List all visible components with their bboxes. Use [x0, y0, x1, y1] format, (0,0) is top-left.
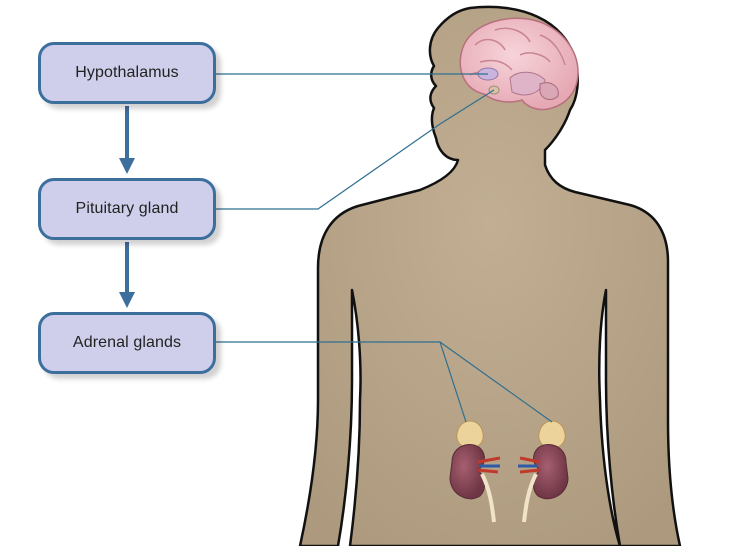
leader-line-adrenal-right	[439, 341, 553, 423]
kidney-icon	[533, 444, 569, 500]
kidney-icon	[449, 444, 485, 500]
adrenal-glands-label: Adrenal glands	[72, 334, 182, 351]
leader-lines	[216, 73, 553, 423]
human-silhouette	[298, 5, 682, 546]
kidneys-and-adrenal-glands	[449, 420, 569, 523]
adrenal-gland-icon	[538, 420, 566, 449]
hypothalamus-box: Hypothalamus	[38, 42, 216, 104]
hypothalamus-label: Hypothalamus	[75, 64, 179, 81]
brain-icon	[459, 17, 579, 111]
arrowhead-2	[119, 292, 135, 308]
adrenal-gland-icon	[456, 420, 484, 449]
pituitary-gland-box: Pituitary gland	[38, 178, 216, 240]
flow-arrows	[119, 106, 135, 308]
adrenal-glands-box: Adrenal glands	[38, 312, 216, 374]
arrowhead-1	[119, 158, 135, 174]
pituitary-gland-label: Pituitary gland	[75, 200, 179, 217]
leader-line-pituitary	[216, 89, 495, 210]
